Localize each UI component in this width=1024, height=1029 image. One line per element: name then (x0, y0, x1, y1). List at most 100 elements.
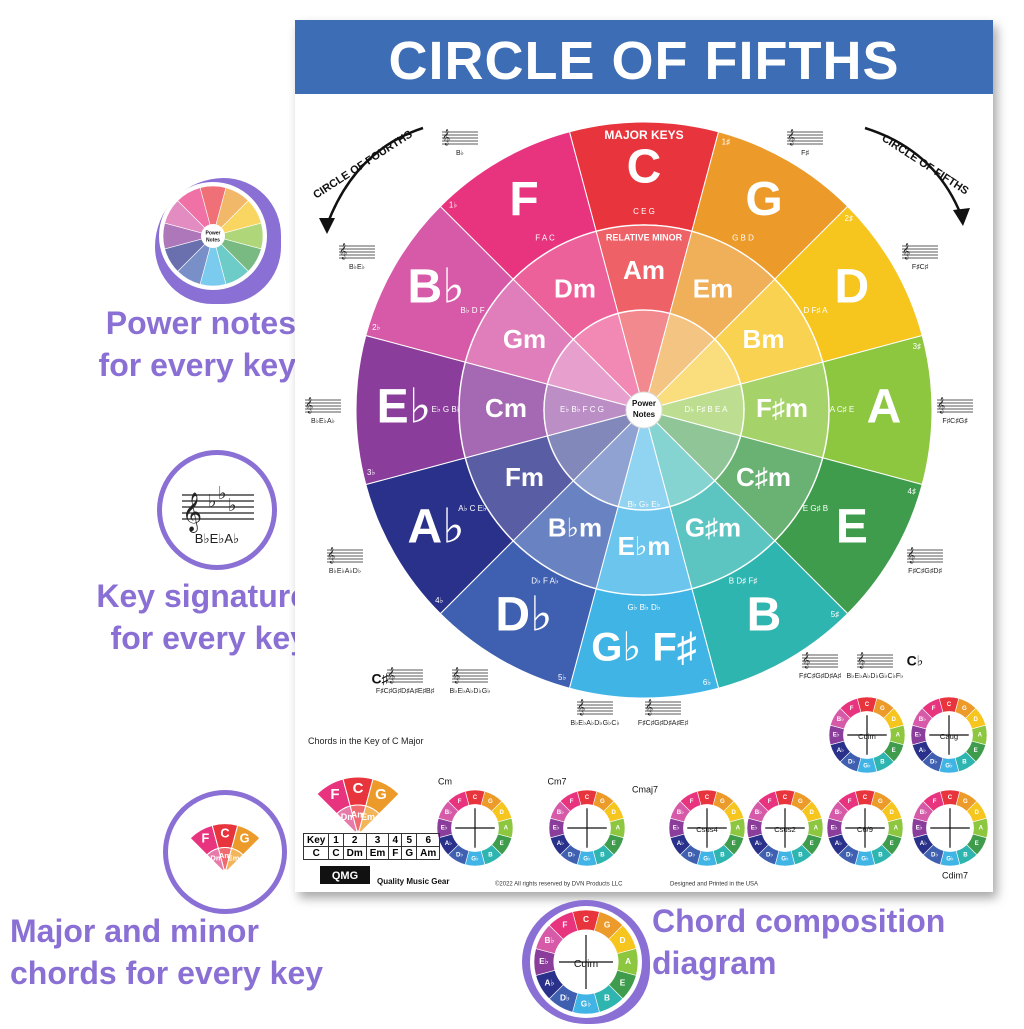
mini-key-label: B (962, 758, 967, 765)
mini-key-label: E♭ (673, 825, 680, 832)
mini-key-label: D (889, 809, 894, 816)
mini-key-label: F (932, 705, 936, 712)
mini-key-label: G♭ (471, 855, 479, 862)
mini-key-label: C (948, 794, 953, 801)
major-keys-label: MAJOR KEYS (604, 128, 683, 142)
chord-name-label: Cdim (858, 732, 876, 741)
mini-segment (839, 697, 862, 719)
mini-key-label: B (720, 851, 725, 858)
power-notes-callout: Power notes for every key (88, 302, 296, 386)
key-signature-thumbnail: 𝄞 ♭ ♭ ♭ B♭E♭A♭ (157, 450, 277, 570)
accidental-count: 1♭ (449, 200, 457, 209)
chord-name-label: C6/9 (857, 825, 873, 834)
mini-segment (921, 697, 944, 719)
minor-key-label: Cm (485, 393, 527, 423)
mini-key-label: B♭ (919, 716, 926, 723)
treble-clef-icon: 𝄞 (907, 547, 915, 564)
mini-key-label: C (865, 701, 870, 708)
key-signature-staff: 𝄞F♯C♯G♯D♯A♯E♯B♯ (376, 667, 435, 695)
svg-text:♭: ♭ (218, 483, 227, 503)
mini-key-label: B♭ (920, 809, 927, 816)
mini-key-label: E♭ (751, 825, 758, 832)
mini-key-label: D (619, 935, 625, 945)
major-key-label: F (509, 173, 538, 226)
wedge-minor-label: Em (361, 812, 375, 822)
key-signature-staff-icon: 𝄞 ♭ ♭ ♭ B♭E♭A♭ (182, 483, 254, 546)
accidental-count: 1♯ (722, 137, 730, 146)
key-signature-staff: 𝄞B♭E♭A♭D♭G♭ (449, 667, 490, 695)
chord-notes-label: E G♯ B (803, 504, 828, 513)
key-signature-staff: 𝄞B♭ (442, 129, 478, 157)
mini-key-label: A (625, 956, 631, 966)
mini-segment (447, 790, 470, 812)
mini-key-label: E♭ (833, 732, 840, 739)
mini-key-label: G♭ (581, 998, 591, 1008)
mini-key-label: F (933, 798, 937, 805)
mini-key-label: D (611, 809, 616, 816)
accidental-count: 4♯ (908, 487, 916, 496)
mini-key-label: F (690, 798, 694, 805)
mini-key-label: D♭ (568, 851, 575, 858)
key-signature-staff: 𝄞B♭E♭A♭D♭G♭C♭F♭ (847, 652, 904, 680)
chords-in-c-heading: Chords in the Key of C Major (308, 736, 424, 746)
key-signature-label: F♯C♯G♯D♯A♯ (799, 673, 842, 680)
key-signature-label: B♭E♭A♭D♭G♭C♭F♭ (847, 672, 904, 680)
key-signature-callout: Key signature for every key (88, 575, 308, 659)
mini-key-label: D♭ (848, 758, 855, 765)
mini-key-label: B (880, 758, 885, 765)
chord-notes-label: D♭ F A♭ (531, 577, 559, 586)
callout-line-1: Chord composition (652, 903, 946, 939)
mini-key-label: A (896, 732, 901, 739)
mini-key-label: F (562, 920, 567, 930)
table-cell: 6 (416, 833, 441, 847)
mini-key-label: A♭ (920, 840, 927, 847)
mini-key-label: E♭ (553, 825, 560, 832)
mini-key-label: A (616, 825, 621, 832)
mini-key-label: E (890, 840, 894, 847)
mini-key-label: A♭ (445, 840, 452, 847)
thumb-center-label: Power (205, 230, 220, 236)
mini-key-label: A (814, 825, 819, 832)
circle-of-fourths-label: CIRCLE OF FOURTHS (311, 128, 414, 201)
wedge-minor-label: Am (351, 809, 366, 819)
mini-key-label: B♭ (837, 716, 844, 723)
power-ring-border (543, 309, 745, 511)
mini-key-label: E (620, 977, 626, 987)
mini-key-label: D♭ (930, 758, 937, 765)
power-notes-row: B♭ G♭ E♭ (628, 500, 661, 509)
wedge-minor-segment (225, 847, 244, 872)
mini-key-label: G (880, 705, 885, 712)
mini-key-label: D♭ (766, 851, 773, 858)
copyright-text: ©2022 All rights reserved by DVN Product… (495, 881, 623, 888)
mini-key-label: G♭ (703, 855, 711, 862)
mini-key-label: D (891, 716, 896, 723)
mini-key-label: G♭ (946, 855, 954, 862)
chord-diagram-label: Cdim7 (942, 870, 968, 880)
c-flat-label: C♭ (907, 653, 924, 669)
mini-key-label: E (892, 747, 896, 754)
callout-line-1: Major and minor (10, 913, 259, 949)
mini-key-label: B♭ (677, 809, 684, 816)
mini-key-label: D (731, 809, 736, 816)
wedge-minor-label: Dm (341, 812, 356, 822)
mini-key-label: G♭ (863, 762, 871, 769)
mini-key-label: D♭ (688, 851, 695, 858)
key-signature-label: B♭ (456, 149, 464, 157)
callout-line-2: for every key (110, 620, 308, 656)
chord-notes-label: D F♯ A (803, 306, 828, 315)
table-cell: Am (416, 846, 441, 860)
mini-key-label: G (720, 798, 725, 805)
wedge-major-label: C (220, 825, 229, 840)
key-signature-label: F♯C♯G♯D♯ (908, 568, 942, 575)
mini-key-label: E♭ (916, 825, 923, 832)
mini-key-label: E (500, 840, 504, 847)
mini-key-label: D (973, 716, 978, 723)
mini-segment (757, 790, 780, 812)
chord-notes-label: G♭ B♭ D♭ (627, 603, 660, 612)
mini-key-label: A♭ (557, 840, 564, 847)
mini-segment (922, 790, 945, 812)
mini-key-label: D♭ (456, 851, 463, 858)
